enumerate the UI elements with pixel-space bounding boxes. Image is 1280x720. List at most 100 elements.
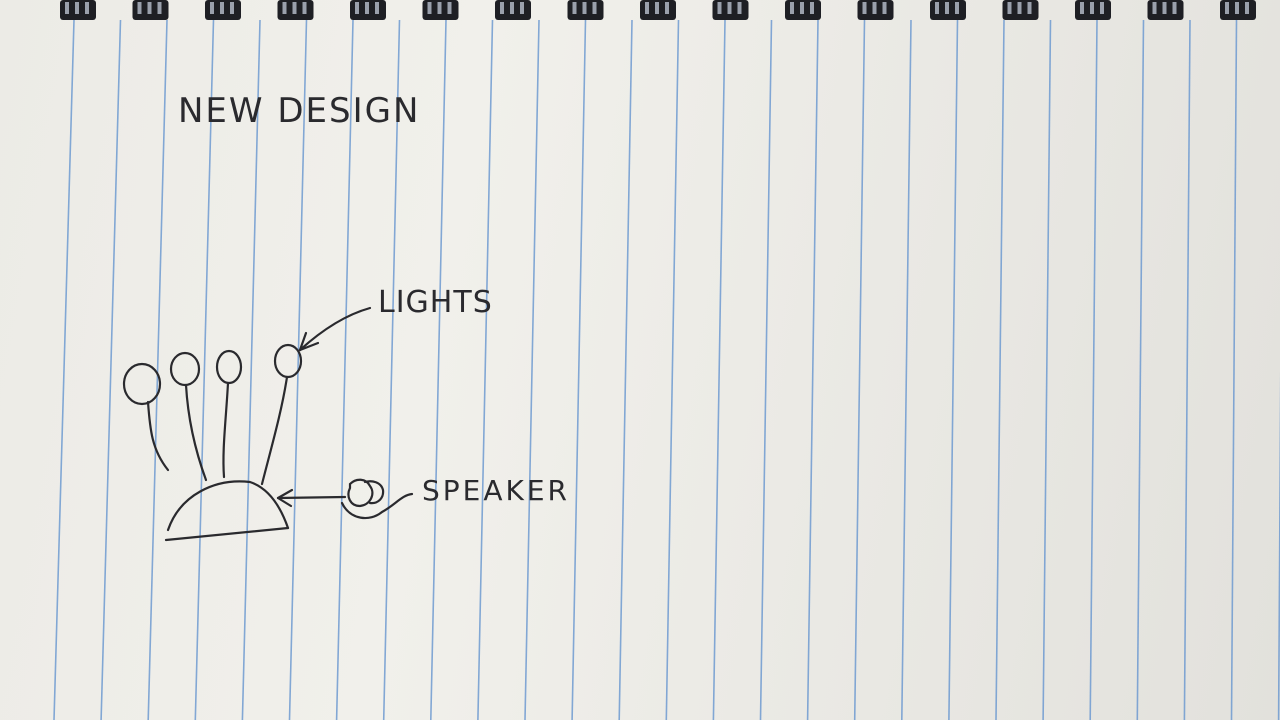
spiral-highlight [510,2,514,14]
spiral-highlight [737,2,742,14]
spiral-highlight [872,2,877,14]
spiral-highlight [437,2,442,14]
ruled-line [618,19,633,720]
base-line [164,526,290,542]
speaker-label: SPEAKER [422,474,570,507]
spiral-highlight [945,2,949,14]
light-stem-2 [184,383,208,482]
spiral-highlight [1225,2,1229,14]
spiral-highlight [210,2,214,14]
ruled-line [759,19,773,720]
lamp-drawing [122,306,414,542]
spiral-highlight [365,2,369,14]
ruled-line [53,19,75,720]
lights-label: LIGHTS [378,285,493,320]
ruled-line [147,19,168,720]
spiral-highlight [292,2,297,14]
spiral-highlight [717,2,722,14]
spiral-highlight [592,2,597,14]
ruled-line [901,19,912,720]
speaker-arrowhead [276,488,294,508]
spiral-highlight [810,2,814,14]
ruled-lines [53,19,1280,720]
lights-arrowhead [298,331,320,352]
lights-arrow [298,306,372,352]
spiral-highlight [520,2,524,14]
spiral-highlight [1100,2,1104,14]
spiral-highlight [220,2,224,14]
ruled-line [335,19,354,720]
ruled-line [382,19,401,720]
ruled-line [995,19,1005,720]
light-stem-3 [222,381,230,479]
ruled-line [1136,19,1145,720]
spiral-highlight [665,2,669,14]
spiral-highlight [1152,2,1157,14]
ruled-line [853,19,866,720]
spiral-highlight [935,2,939,14]
spiral-highlight [302,2,307,14]
spiral-highlight [1017,2,1022,14]
ruled-line [948,19,959,720]
spiral-highlight [790,2,794,14]
light-bulb-4 [273,343,303,379]
ruled-line [100,19,122,720]
ruled-line [712,19,726,720]
spiral-highlight [157,2,162,14]
spiral-highlight [427,2,432,14]
ruled-line [477,19,494,720]
ruled-line [665,19,680,720]
spiral-highlight [727,2,732,14]
speaker-arrow [276,495,347,500]
speaker-dome [166,480,290,532]
spiral-highlight [1090,2,1094,14]
spiral-highlight [282,2,287,14]
ruled-line [1089,19,1098,720]
spiral-highlight [655,2,659,14]
spiral-highlight [1007,2,1012,14]
spiral-highlight [65,2,69,14]
spiral-highlight [1172,2,1177,14]
spiral-highlight [500,2,504,14]
spiral-highlight [582,2,587,14]
ruled-line [1042,19,1052,720]
ruled-line [524,19,540,720]
ruled-line [194,19,215,720]
ruled-line [430,19,447,720]
spiral-highlight [1080,2,1084,14]
ruled-line [1230,19,1238,720]
ruled-line [806,19,819,720]
spiral-highlight [230,2,234,14]
light-stem-1 [146,400,170,472]
light-bulb-2 [169,351,201,387]
spiral-highlight [75,2,79,14]
light-bulb-3 [215,349,243,385]
spiral-highlight [1027,2,1032,14]
spiral-highlight [375,2,379,14]
light-stem-4 [260,375,289,486]
spiral-highlight [137,2,142,14]
spiral-highlight [882,2,887,14]
spiral-highlight [1235,2,1239,14]
spiral-highlight [572,2,577,14]
speaker-scribble [340,492,414,520]
spiral-binding [60,0,1256,20]
spiral-highlight [955,2,959,14]
ruled-line [241,19,261,720]
spiral-highlight [800,2,804,14]
ruled-line [1277,369,1280,720]
ruled-line [571,19,587,720]
spiral-highlight [862,2,867,14]
spiral-highlight [1162,2,1167,14]
spiral-highlight [1245,2,1249,14]
spiral-highlight [147,2,152,14]
heading-text: NEW DESIGN [178,91,420,131]
light-bulb-1 [122,362,162,406]
spiral-highlight [85,2,89,14]
spiral-highlight [447,2,452,14]
spiral-highlight [645,2,649,14]
ruled-line [1183,19,1191,720]
spiral-highlight [355,2,359,14]
